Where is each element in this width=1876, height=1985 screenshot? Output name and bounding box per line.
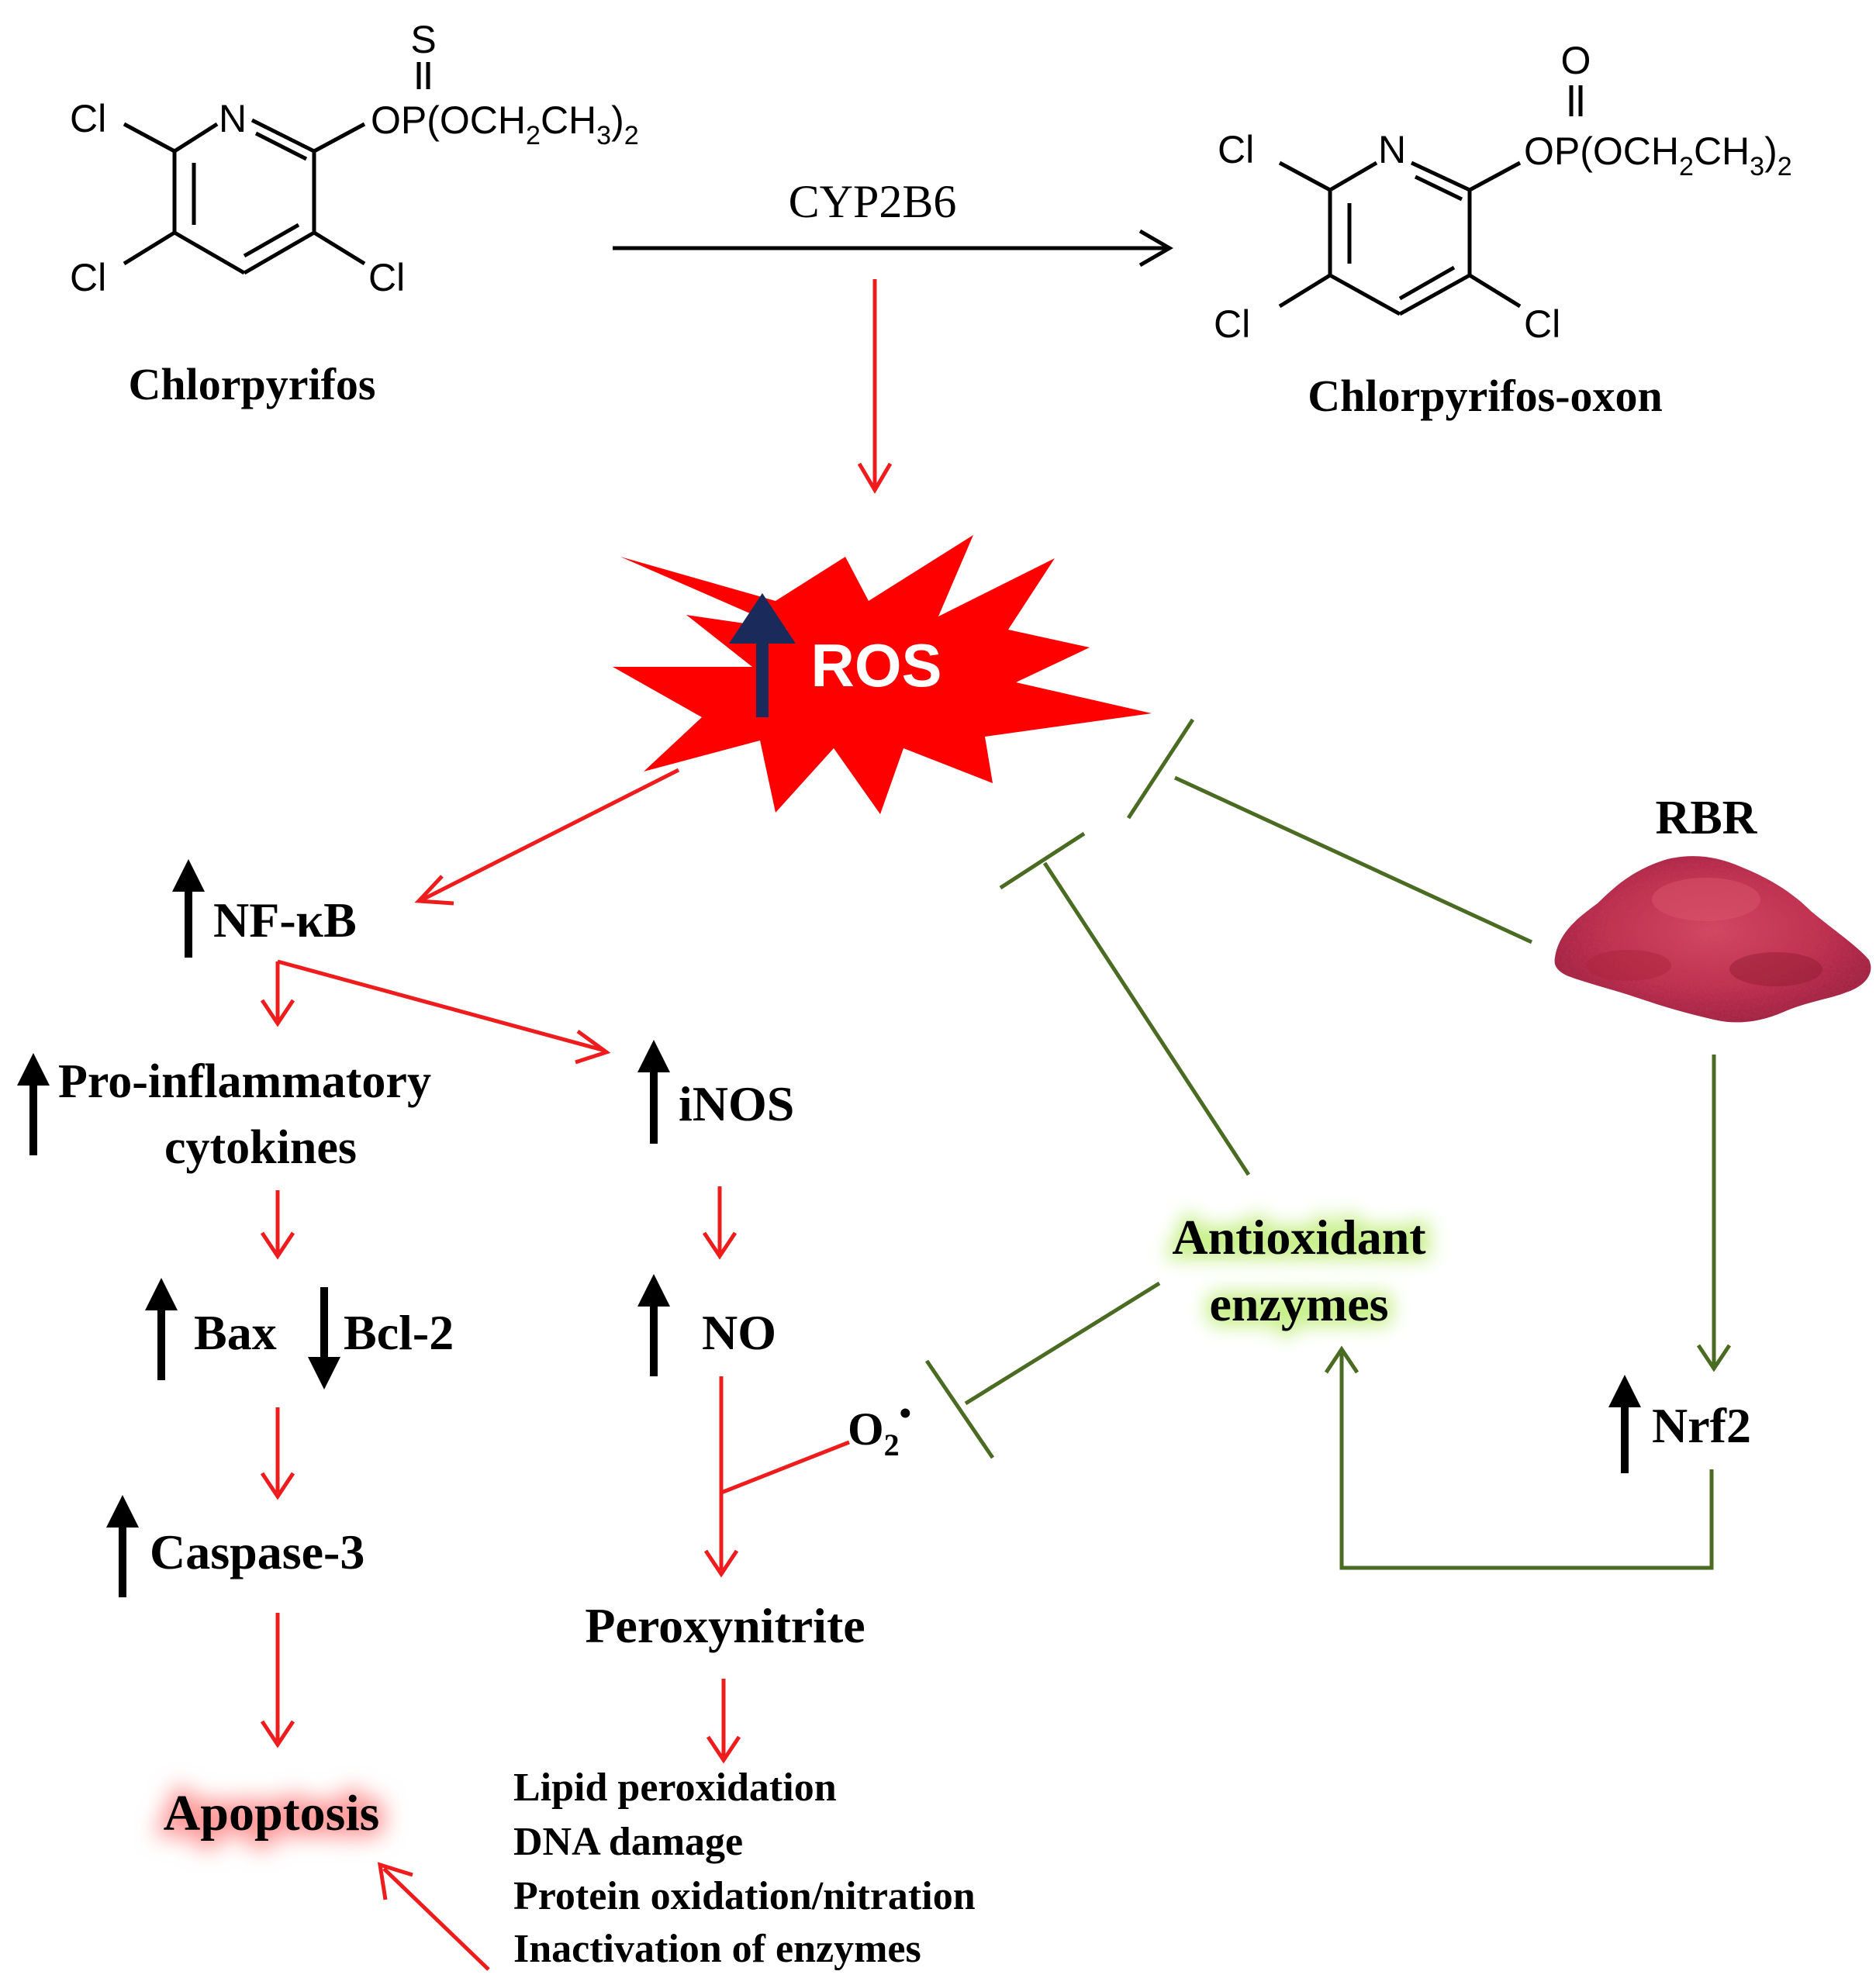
oxon-cl-2: Cl bbox=[1214, 302, 1250, 346]
antioxidant-glow-line2: enzymes bbox=[1209, 1276, 1388, 1331]
bcl2-label: Bcl-2 bbox=[344, 1305, 454, 1360]
chlorpyrifos-structure bbox=[123, 62, 430, 275]
no-label: NO bbox=[702, 1305, 776, 1360]
cytokines-label-line2: cytokines bbox=[164, 1121, 357, 1174]
chlorpyrifos-n-atom: N bbox=[219, 97, 247, 140]
cytokines-up-arrow-icon bbox=[17, 1053, 50, 1155]
ros-label: ROS bbox=[810, 631, 941, 699]
effect-item: Inactivation of enzymes bbox=[513, 1927, 921, 1971]
red-pathway-arrows bbox=[260, 768, 850, 1971]
enzyme-label: CYP2B6 bbox=[789, 176, 957, 227]
antioxidant-label-line2: enzymes bbox=[1209, 1276, 1388, 1331]
no-up-arrow-icon bbox=[637, 1274, 670, 1376]
bax-up-arrow-icon bbox=[145, 1278, 178, 1380]
rbr-inhibition-bar bbox=[1126, 718, 1195, 820]
peroxynitrite-label: Peroxynitrite bbox=[585, 1598, 865, 1653]
oxon-label: Chlorpyrifos-oxon bbox=[1308, 371, 1663, 421]
rbr-inhibits-ros bbox=[1173, 775, 1533, 944]
chlorpyrifos-cl-3: Cl bbox=[368, 256, 405, 299]
chlorpyrifos-label: Chlorpyrifos bbox=[129, 359, 376, 409]
oxon-structure bbox=[1278, 85, 1583, 316]
effects-list: Lipid peroxidation DNA damage Protein ox… bbox=[513, 1766, 976, 1971]
inos-label: iNOS bbox=[679, 1076, 794, 1131]
antioxidant-inhibition-bar bbox=[999, 831, 1086, 890]
green-regulatory-lines bbox=[924, 718, 1732, 1570]
rbr-powder-image bbox=[1554, 856, 1871, 1023]
ros-up-arrow-icon bbox=[729, 593, 796, 717]
apoptosis-label: Apoptosis bbox=[164, 1785, 380, 1842]
rbr-label: RBR bbox=[1656, 792, 1758, 844]
oxon-cl-1: Cl bbox=[1218, 128, 1254, 171]
arrow-ros-nfkb bbox=[421, 768, 680, 902]
oxon-n-atom: N bbox=[1378, 128, 1406, 171]
inos-up-arrow-icon bbox=[637, 1040, 670, 1144]
chlorpyrifos-s-atom: S bbox=[410, 18, 436, 61]
nrf2-label: Nrf2 bbox=[1652, 1398, 1751, 1453]
arrow-nrf2-antioxidant bbox=[1339, 1353, 1714, 1570]
chlorpyrifos-cl-2: Cl bbox=[70, 256, 106, 299]
effect-item: Lipid peroxidation bbox=[513, 1766, 837, 1810]
antioxidant-inhibits-ros bbox=[1042, 861, 1251, 1176]
apoptosis-glow: Apoptosis bbox=[164, 1785, 380, 1842]
antioxidant-inhibits-superoxide bbox=[964, 1281, 1161, 1406]
antioxidant-label-line1: Antioxidant bbox=[1172, 1210, 1426, 1265]
apoptosis-node: Apoptosis Apoptosis bbox=[157, 1778, 387, 1849]
effect-item: DNA damage bbox=[513, 1820, 743, 1864]
oxon-substituent: OP(OCH2CH3)2 bbox=[1524, 129, 1792, 181]
antioxidant-glow-line1: Antioxidant bbox=[1172, 1210, 1426, 1265]
caspase-label: Caspase-3 bbox=[150, 1524, 364, 1579]
nfkb-up-arrow-icon bbox=[172, 859, 205, 958]
superoxide-inhibition-bar bbox=[924, 1359, 995, 1459]
superoxide-label: O2• bbox=[848, 1394, 911, 1462]
bcl2-down-arrow-icon bbox=[308, 1287, 340, 1390]
antioxidant-enzymes-node: Antioxidant enzymes Antioxidant enzymes bbox=[1166, 1204, 1432, 1337]
effect-item: Protein oxidation/nitration bbox=[513, 1874, 976, 1918]
ros-starburst bbox=[613, 535, 1152, 814]
chlorpyrifos-cl-1: Cl bbox=[70, 97, 106, 140]
regulation-indicators bbox=[17, 859, 1641, 1597]
cyp2b6-arrow bbox=[613, 229, 1173, 268]
nrf2-up-arrow-icon bbox=[1608, 1375, 1641, 1473]
cytokines-label-line1: Pro-inflammatory bbox=[58, 1055, 431, 1108]
nfkb-label: NF-κB bbox=[213, 892, 357, 948]
chlorpyrifos-substituent: OP(OCH2CH3)2 bbox=[371, 98, 639, 150]
oxon-o-atom: O bbox=[1561, 39, 1591, 82]
superoxide-join-line bbox=[720, 1440, 850, 1495]
caspase-up-arrow-icon bbox=[106, 1495, 139, 1597]
arrow-nfkb-inos bbox=[277, 959, 606, 1053]
arrow-effects-apoptosis bbox=[382, 1867, 490, 1971]
bax-label: Bax bbox=[194, 1305, 277, 1360]
arrow-to-ros bbox=[857, 279, 893, 494]
oxon-cl-3: Cl bbox=[1524, 302, 1560, 346]
